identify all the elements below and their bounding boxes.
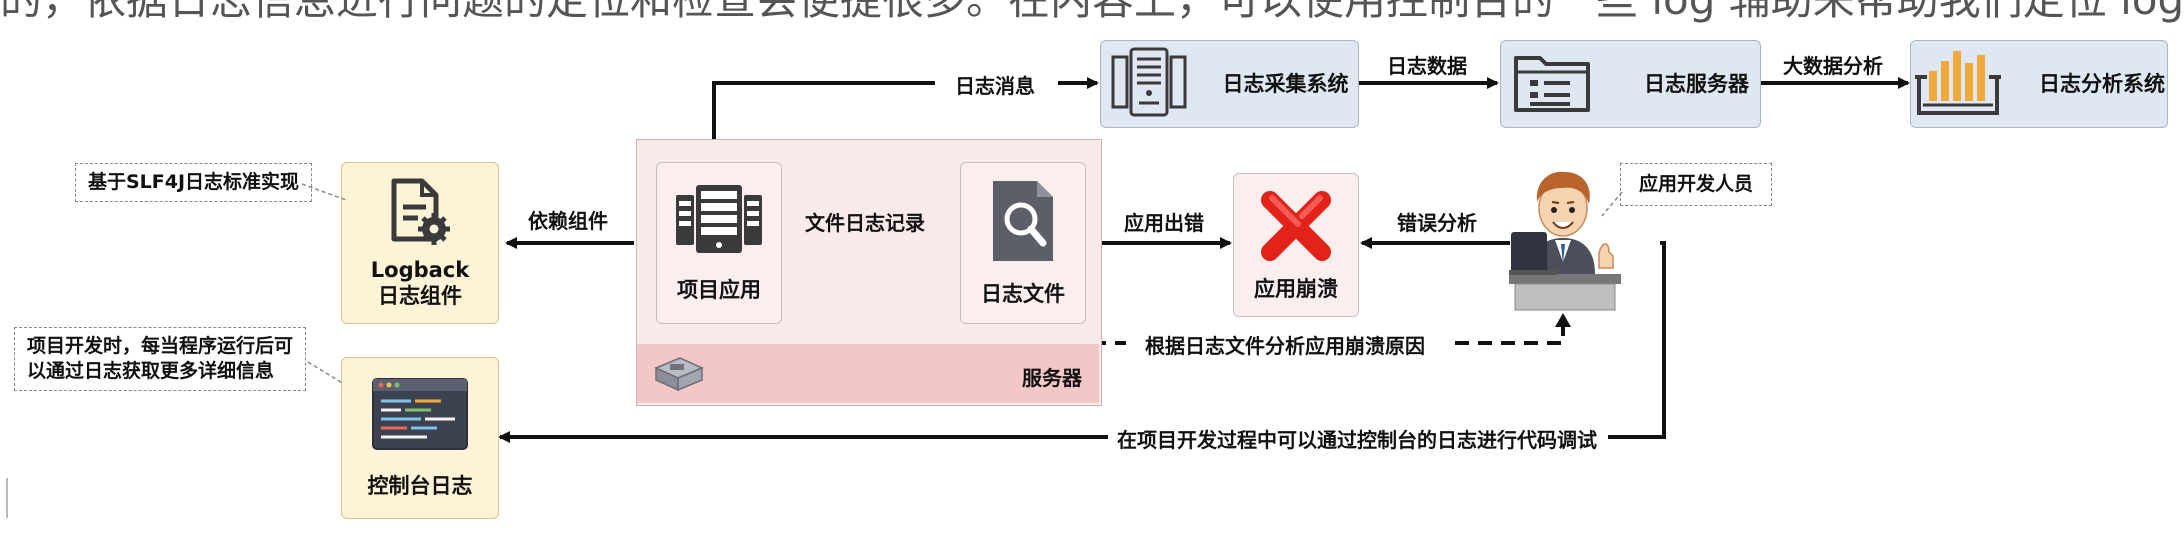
console-label: 控制台日志 xyxy=(367,474,473,498)
node-logback: Logback 日志组件 xyxy=(341,162,499,324)
edge-log-message-line xyxy=(712,81,935,160)
collector-label: 日志采集系统 xyxy=(1222,72,1349,96)
server-zone-band xyxy=(637,344,1099,403)
callout-developer: 应用开发人员 xyxy=(1620,163,1773,206)
developer-at-laptop-icon xyxy=(1505,162,1621,312)
folder-list-icon xyxy=(1512,50,1592,118)
node-app-crash: 应用崩溃 xyxy=(1233,173,1359,317)
edge-label-big-data: 大数据分析 xyxy=(1783,54,1883,78)
edge-label-app-error: 应用出错 xyxy=(1124,211,1204,235)
log-server-label: 日志服务器 xyxy=(1644,72,1749,96)
analysis-label: 日志分析系统 xyxy=(2039,72,2165,96)
console-window-icon xyxy=(371,377,469,455)
bar-chart-icon xyxy=(1913,47,2003,121)
edge-label-console-debug: 在项目开发过程中可以通过控制台的日志进行代码调试 xyxy=(1117,428,1597,452)
top-partial-text: 的，依据日志信息进行问题的定位和检查会便捷很多。在内容上，可以使用控制台的一些 … xyxy=(0,0,2184,30)
node-console-log: 控制台日志 xyxy=(341,357,499,519)
crash-label: 应用崩溃 xyxy=(1254,277,1338,301)
node-log-collector: 日志采集系统 xyxy=(1100,40,1359,128)
edge-analyze-arrowhead xyxy=(1555,313,1571,327)
node-log-analysis: 日志分析系统 xyxy=(1910,40,2168,128)
edge-label-analyze-reason: 根据日志文件分析应用崩溃原因 xyxy=(1145,334,1425,358)
file-search-icon xyxy=(991,179,1055,267)
edge-label-log-message: 日志消息 xyxy=(955,74,1035,98)
callout-slf4j-tail xyxy=(301,183,347,201)
callout-dev-hint: 项目开发时，每当程序运行后可 以通过日志获取更多详细信息 xyxy=(14,327,307,391)
edge-label-depends: 依赖组件 xyxy=(528,209,608,233)
edge-console-debug-line-right xyxy=(1608,241,1666,439)
project-app-label: 项目应用 xyxy=(677,278,761,302)
document-gear-icon xyxy=(388,177,452,251)
callout-dev-hint-tail xyxy=(307,361,345,385)
logback-title: Logback xyxy=(370,258,470,282)
edge-label-log-data: 日志数据 xyxy=(1387,54,1467,78)
text-cursor-mark xyxy=(6,478,8,518)
server-rack-icon xyxy=(674,183,764,259)
callout-developer-tail xyxy=(1601,191,1623,217)
node-log-server: 日志服务器 xyxy=(1500,40,1761,128)
callout-slf4j: 基于SLF4J日志标准实现 xyxy=(75,163,313,202)
server-zone-label: 服务器 xyxy=(1022,366,1082,390)
logback-subtitle: 日志组件 xyxy=(378,284,462,308)
node-log-file: 日志文件 xyxy=(960,162,1086,324)
log-file-label: 日志文件 xyxy=(981,282,1065,306)
callout-dev-hint-line2: 以通过日志获取更多详细信息 xyxy=(27,360,275,382)
edge-analyze-dashed-right xyxy=(1455,323,1565,345)
node-project-app: 项目应用 xyxy=(656,162,782,324)
red-x-icon xyxy=(1258,188,1334,268)
server-tower-icon xyxy=(1111,47,1187,121)
callout-dev-hint-line1: 项目开发时，每当程序运行后可 xyxy=(27,335,294,357)
hardware-chip-icon xyxy=(652,352,706,394)
edge-label-error-analysis: 错误分析 xyxy=(1397,211,1477,235)
edge-label-file-log: 文件日志记录 xyxy=(805,211,925,235)
